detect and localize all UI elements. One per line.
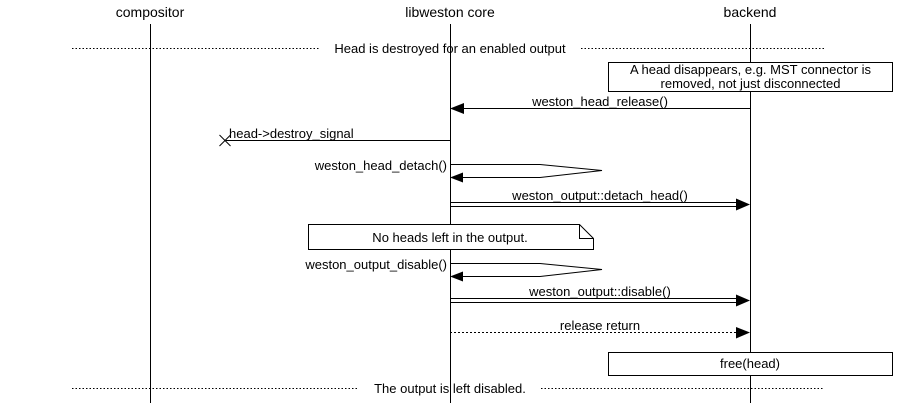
arrow-release-head-icon: [450, 103, 464, 114]
self-call-output-disable-head-icon: [450, 271, 463, 282]
lifeline-label-compositor: compositor: [115, 4, 185, 20]
self-call-head-detach-head-icon: [450, 172, 463, 183]
arrow-disable-head-icon: [736, 294, 750, 307]
note-head-disappears-line2: removed, not just disconnected: [660, 76, 841, 91]
box-free-head-label: free(head): [720, 356, 780, 371]
arrow-detach-head-head-icon: [736, 198, 750, 211]
message-label-disable: weston_output::disable(): [529, 284, 671, 299]
message-label-output-disable: weston_output_disable(): [305, 257, 447, 272]
note-head-disappears-shape: [608, 62, 893, 92]
note-no-heads-shape: [308, 224, 594, 250]
self-call-output-disable-loop: [450, 263, 603, 277]
lost-message-x-icon: [219, 134, 231, 147]
note-head-disappears: A head disappears, e.g. MST connector is…: [608, 63, 893, 91]
message-label-head-detach: weston_head_detach(): [314, 158, 447, 173]
message-label-detach-head: weston_output::detach_head(): [512, 188, 688, 203]
arrow-release-return-head-icon: [736, 327, 750, 339]
box-free-head-shape: [608, 352, 893, 376]
lifeline-label-libweston: libweston core: [405, 4, 495, 20]
note-head-disappears-line1: A head disappears, e.g. MST connector is: [629, 62, 872, 77]
note-no-heads-fold-icon: [579, 224, 594, 239]
message-label-release: weston_head_release(): [532, 94, 668, 109]
note-no-heads-label: No heads left in the output.: [372, 230, 528, 245]
self-call-head-detach-loop: [450, 164, 603, 178]
divider-top-label: Head is destroyed for an enabled output: [334, 41, 566, 56]
lifeline-label-backend: backend: [723, 4, 777, 20]
divider-bottom-label: The output is left disabled.: [374, 381, 526, 396]
message-label-destroy-signal: head->destroy_signal: [229, 126, 354, 141]
message-label-release-return: release return: [559, 318, 641, 333]
